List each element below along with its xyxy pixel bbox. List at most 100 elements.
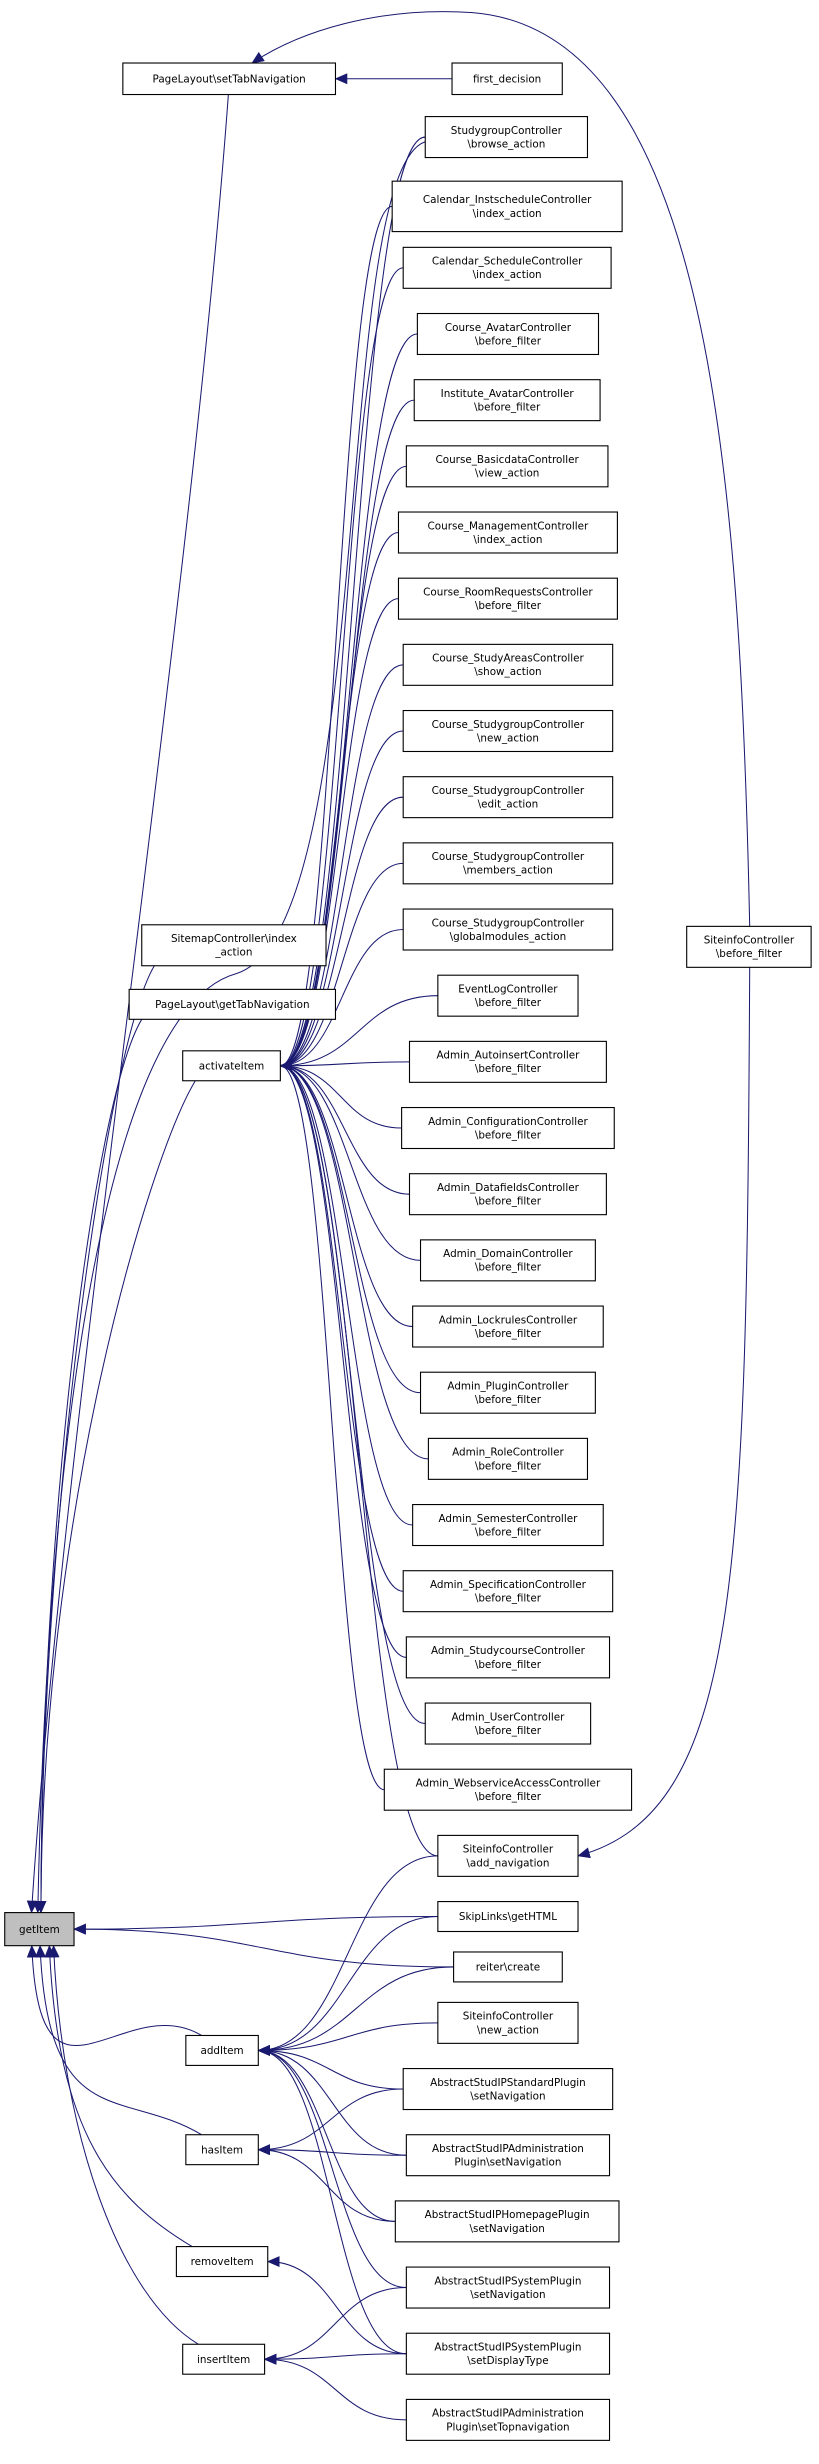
node-institute-avatarcontroller-before-filter[interactable]: Institute_AvatarController\before_filter [413, 379, 601, 422]
node-label: Course_StudygroupController [432, 917, 585, 929]
node-reiter-create[interactable]: reiter\create [453, 1951, 563, 1983]
call-edge [73, 1916, 438, 1935]
node-box [402, 709, 614, 753]
node-label: Course_StudygroupController [432, 719, 585, 731]
call-edge [26, 1944, 202, 2046]
node-first-decision[interactable]: first_decision [451, 62, 563, 96]
node-course-studygroupcontroller-edit-action[interactable]: Course_StudygroupController\edit_action [402, 776, 614, 819]
call-edge [44, 1944, 193, 2248]
node-admin-lockrulescontroller-before-filter[interactable]: Admin_LockrulesController\before_filter [412, 1305, 604, 1348]
node-removeitem[interactable]: removeItem [175, 2246, 269, 2278]
node-label: \before_filter [475, 1659, 542, 1671]
node-label: \before_filter [475, 997, 542, 1009]
node-label: reiter\create [476, 1962, 540, 1974]
node-box [4, 1912, 75, 1947]
edges [26, 11, 751, 2421]
node-box [405, 2134, 611, 2177]
node-label: Admin_SpecificationController [430, 1579, 587, 1591]
node-getitem[interactable]: getItem [4, 1912, 75, 1947]
node-activateitem[interactable]: activateItem [182, 1050, 281, 1082]
node-calendar-schedulecontroller-index-action[interactable]: Calendar_ScheduleController\index_action [402, 246, 612, 289]
node-course-studygroupcontroller-new-action[interactable]: Course_StudygroupController\new_action [402, 709, 614, 753]
node-box [405, 2266, 611, 2309]
node-label: hasItem [201, 2144, 243, 2156]
node-sitemapcontroller-index-action[interactable]: SitemapController\index_action [141, 924, 327, 967]
call-edge [263, 2353, 407, 2421]
node-label: \index_action [473, 208, 542, 220]
node-admin-datafieldscontroller-before-filter[interactable]: Admin_DatafieldsController\before_filter [408, 1173, 607, 1216]
call-edge [279, 1060, 413, 1328]
call-edge [279, 730, 404, 1072]
node-skiplinks-gethtml[interactable]: SkipLinks\getHTML [437, 1901, 579, 1933]
node-label: insertItem [197, 2354, 250, 2366]
node-box [405, 2398, 611, 2441]
node-box [427, 1437, 589, 1480]
call-edge [35, 965, 155, 1914]
node-course-studygroupcontroller-globalmodules-action[interactable]: Course_StudygroupController\globalmodule… [402, 908, 614, 951]
node-admin-webserviceaccesscontroller-before-filter[interactable]: Admin_WebserviceAccessController\before_… [383, 1768, 633, 1811]
node-admin-semestercontroller-before-filter[interactable]: Admin_SemesterController\before_filter [412, 1504, 604, 1547]
node-admin-specificationcontroller-before-filter[interactable]: Admin_SpecificationController\before_fil… [402, 1570, 614, 1613]
node-course-managementcontroller-index-action[interactable]: Course_ManagementController\index_action [397, 511, 618, 554]
node-label: \before_filter [475, 1262, 542, 1274]
node-label: Admin_RoleController [452, 1447, 564, 1459]
node-label: \setNavigation [470, 2090, 545, 2102]
call-edge [35, 1080, 196, 1914]
node-admin-configurationcontroller-before-filter[interactable]: Admin_ConfigurationController\before_fil… [401, 1106, 615, 1150]
node-label: \before_filter [475, 335, 542, 347]
node-label: \index_action [473, 534, 542, 546]
node-box [122, 62, 337, 96]
node-admin-autoinsertcontroller-before-filter[interactable]: Admin_AutoinsertController\before_filter [408, 1040, 607, 1083]
node-admin-usercontroller-before-filter[interactable]: Admin_UserController\before_filter [424, 1702, 592, 1745]
node-admin-domaincontroller-before-filter[interactable]: Admin_DomainController\before_filter [419, 1239, 596, 1282]
node-course-studyareascontroller-show-action[interactable]: Course_StudyAreasController\show_action [402, 643, 614, 686]
node-box [397, 577, 618, 620]
node-calendar-instschedulecontroller-index-action[interactable]: Calendar_InstscheduleController \index_ac… [391, 180, 623, 233]
node-label: Calendar_ScheduleController [432, 256, 583, 268]
node-pagelayout-settabnavigation[interactable]: PageLayout\setTabNavigation [122, 62, 337, 96]
call-edge [279, 1060, 402, 1129]
node-box [453, 1951, 563, 1983]
node-abstractstudipadministrationplugin-setnavigation[interactable]: AbstractStudIPAdministrationPlugin\setNa… [405, 2134, 611, 2177]
node-pagelayout-gettabnavigation[interactable]: PageLayout\getTabNavigation [128, 988, 337, 1020]
node-label: activateItem [199, 1060, 265, 1072]
node-course-roomrequestscontroller-before-filter[interactable]: Course_RoomRequestsController\before_fil… [397, 577, 618, 620]
node-admin-plugincontroller-before-filter[interactable]: Admin_PluginController\before_filter [419, 1371, 596, 1414]
node-abstractstudiphomepageplugin-setnavigation[interactable]: AbstractStudIPHomepagePlugin\setNavigati… [394, 2200, 620, 2243]
node-box [405, 445, 609, 488]
node-abstractstudipsystemplugin-setdisplaytype[interactable]: AbstractStudIPSystemPlugin\setDisplayTyp… [405, 2332, 611, 2375]
node-box [397, 511, 618, 554]
node-label: SiteinfoController [463, 1844, 554, 1856]
node-siteinfocontroller-add-navigation[interactable]: SiteinfoController\add_navigation [437, 1834, 579, 1877]
node-abstractstudipstandardplugin-setnavigation[interactable]: AbstractStudIPStandardPlugin\setNavigati… [402, 2068, 614, 2111]
node-box [437, 1901, 579, 1933]
call-edge [251, 11, 751, 927]
node-hasitem[interactable]: hasItem [185, 2134, 259, 2166]
node-siteinfocontroller-before-filter[interactable]: SiteinfoController\before_filter [686, 925, 812, 968]
node-label: \before_filter [475, 1526, 542, 1538]
node-additem[interactable]: addItem [185, 2034, 259, 2066]
node-label: \setNavigation [469, 2223, 544, 2235]
node-abstractstudipsystemplugin-setnavigation[interactable]: AbstractStudIPSystemPlugin\setNavigation [405, 2266, 611, 2309]
node-course-basicdatacontroller-view-action[interactable]: Course_BasicdataController\view_action [405, 445, 609, 488]
node-siteinfocontroller-new-action[interactable]: SiteinfoController\new_action [437, 2001, 579, 2044]
node-label: \before_filter [475, 1394, 542, 1406]
call-edge [257, 2088, 404, 2156]
node-label: Admin_DatafieldsController [437, 1182, 580, 1194]
node-insertitem[interactable]: insertItem [182, 2343, 266, 2375]
node-eventlogcontroller-before-filter[interactable]: EventLogController\before_filter [437, 974, 579, 1017]
node-label: \browse_action [467, 138, 545, 150]
node-abstractstudipadministrationplugin-settopnavigation[interactable]: AbstractStudIPAdministrationPlugin\setTo… [405, 2398, 611, 2441]
node-admin-studycoursecontroller-before-filter[interactable]: Admin_StudycourseController\before_filte… [405, 1636, 611, 1679]
node-box [416, 312, 600, 356]
node-admin-rolecontroller-before-filter[interactable]: Admin_RoleController\before_filter [427, 1437, 589, 1480]
node-label: SiteinfoController [704, 935, 795, 947]
node-studygroupcontroller-browse-action[interactable]: StudygroupController\browse_action [424, 116, 589, 159]
node-label: SiteinfoController [463, 2011, 554, 2023]
node-label: Institute_AvatarController [441, 388, 575, 400]
node-label: Calendar_InstscheduleController [423, 194, 592, 206]
node-course-studygroupcontroller-members-action[interactable]: Course_StudygroupController\members_acti… [402, 842, 614, 885]
node-label: removeItem [191, 2256, 254, 2268]
node-box [402, 2068, 614, 2111]
node-course-avatarcontroller-before-filter[interactable]: Course_AvatarController\before_filter [416, 312, 600, 356]
